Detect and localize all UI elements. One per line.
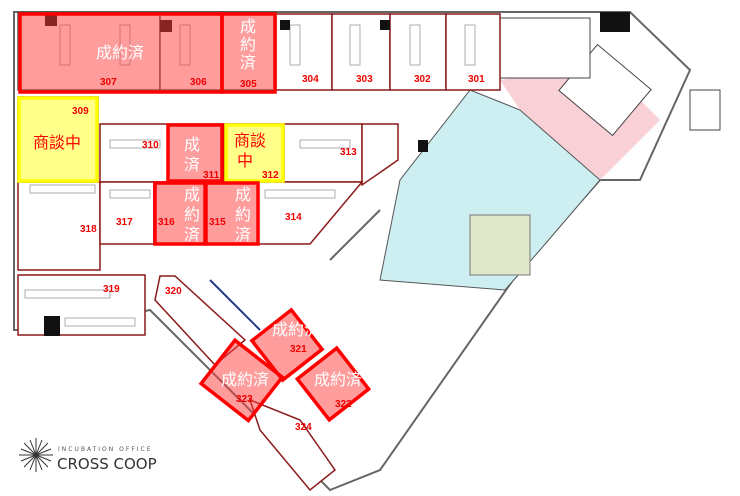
room-number: 318 [80, 224, 97, 235]
room-number: 309 [72, 106, 89, 117]
room-number: 306 [190, 77, 207, 88]
status-label-305-3: 済 [240, 53, 256, 72]
status-overlay-307-306 [18, 12, 224, 94]
room-number: 316 [158, 217, 175, 228]
status-label-309: 商談中 [33, 133, 81, 152]
status-overlay-311 [166, 123, 224, 183]
cross-coop-logo: INCUBATION OFFICE CROSS COOP [19, 438, 157, 473]
room-number: 305 [240, 79, 257, 90]
corridor-wall [329, 209, 381, 261]
room-313[interactable] [283, 123, 363, 183]
room-number: 303 [356, 74, 373, 85]
status-overlay-315 [204, 181, 260, 246]
room-number: 321 [290, 344, 307, 355]
logo-tagline: INCUBATION OFFICE [58, 446, 153, 453]
status-label-315-2: 約 [235, 205, 251, 224]
room-number: 301 [468, 74, 485, 85]
status-overlay-323 [198, 337, 285, 423]
room-number: 317 [116, 217, 133, 228]
status-label-322: 成約済 [314, 370, 362, 389]
room-310[interactable] [99, 123, 169, 183]
status-label-312-1: 商談 [234, 131, 266, 150]
room-303[interactable] [331, 13, 391, 91]
starburst-icon [19, 438, 53, 472]
room-number: 302 [414, 74, 431, 85]
status-overlay-305 [220, 12, 277, 94]
status-label-307: 成約済 [96, 43, 144, 62]
logo-name: CROSS COOP [57, 455, 157, 473]
room-number: 313 [340, 147, 357, 158]
room-number: 307 [100, 77, 117, 88]
status-overlay-312 [224, 123, 285, 183]
status-label-305-1: 成 [240, 17, 256, 36]
status-label-311-2: 済 [184, 155, 200, 174]
status-label-316-3: 済 [184, 225, 200, 244]
copy-area-wall [209, 279, 261, 331]
room-number: 320 [165, 286, 182, 297]
room-number: 304 [302, 74, 319, 85]
room-318[interactable] [17, 181, 101, 271]
room-number: 312 [262, 170, 279, 181]
status-overlay-322 [294, 345, 372, 423]
room-number: 315 [209, 217, 226, 228]
balcony [689, 89, 721, 131]
room-number: 311 [203, 170, 220, 181]
status-label-312-2: 中 [237, 151, 253, 170]
room-storage [361, 123, 399, 187]
lounge-rug [469, 214, 531, 276]
status-label-323: 成約済 [221, 370, 269, 389]
room-number: 314 [285, 212, 302, 223]
status-overlay-321 [249, 307, 325, 383]
room-number: 323 [236, 394, 253, 405]
room-324[interactable] [248, 398, 337, 492]
room-number: 322 [335, 399, 352, 410]
status-label-316-2: 約 [184, 205, 200, 224]
room-number: 324 [295, 422, 312, 433]
status-overlay-316 [153, 181, 207, 246]
room-number: 310 [142, 140, 159, 151]
status-label-315-3: 済 [235, 225, 251, 244]
room-number: 319 [103, 284, 120, 295]
status-label-315-1: 成 [235, 185, 251, 204]
meeting-room-top [499, 17, 591, 79]
status-overlay-309 [17, 96, 99, 183]
status-label-321: 成約済 [272, 320, 320, 339]
status-label-311-1: 成 [184, 135, 200, 154]
status-label-305-2: 約 [240, 35, 256, 54]
status-label-316-1: 成 [184, 185, 200, 204]
